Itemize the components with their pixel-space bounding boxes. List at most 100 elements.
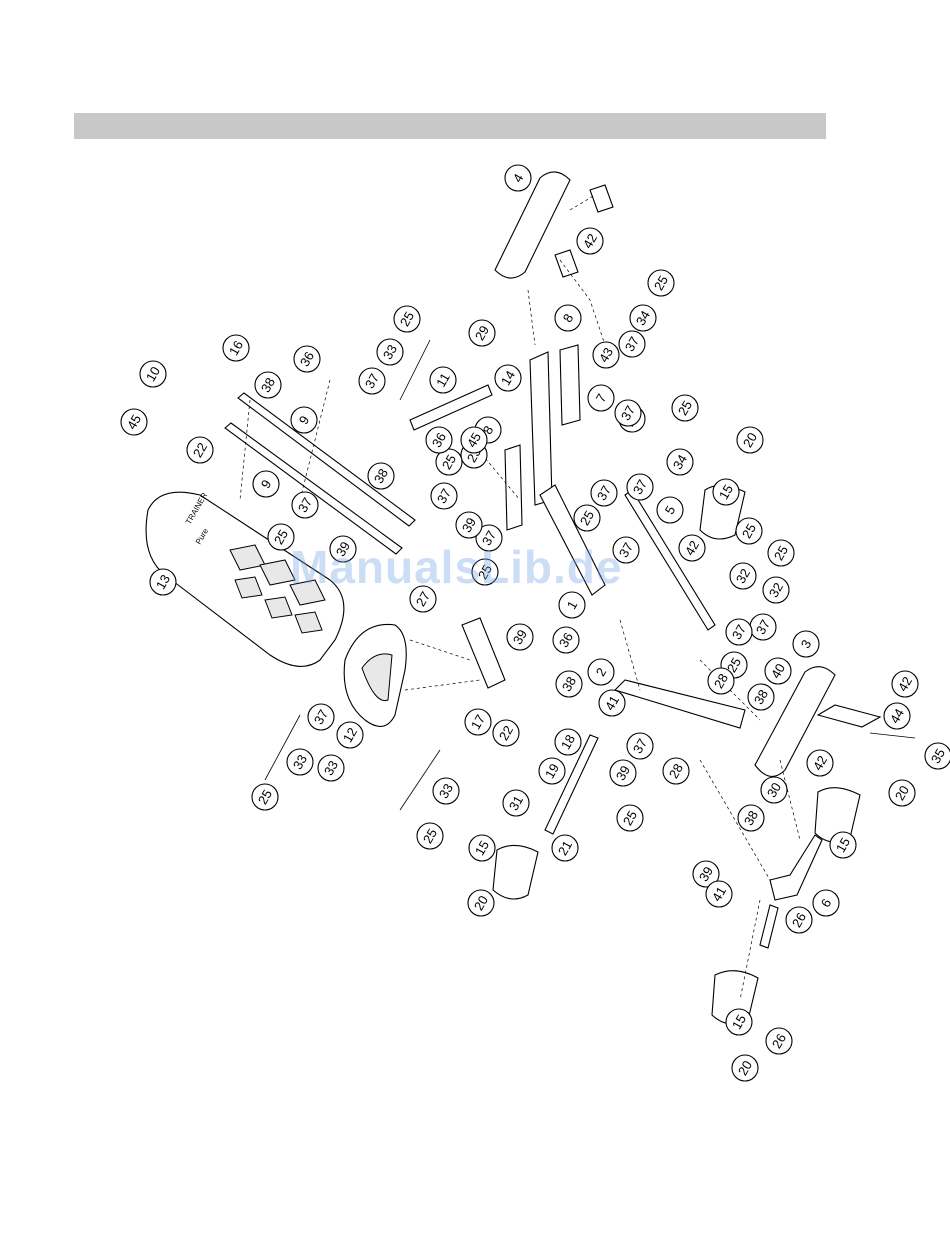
callout-37: 37 — [358, 367, 386, 395]
callout-circle — [293, 345, 321, 373]
callout-number: 29 — [472, 323, 492, 343]
callout-number: 44 — [887, 706, 907, 726]
callout-39: 39 — [506, 623, 534, 651]
callout-number: 33 — [436, 781, 456, 801]
callout-9: 9 — [290, 406, 318, 434]
callout-25: 25 — [251, 783, 279, 811]
callout-number: 25 — [675, 398, 695, 418]
callout-circle — [598, 689, 626, 717]
callout-circle — [251, 783, 279, 811]
callout-25: 25 — [573, 504, 601, 532]
callout-number: 37 — [630, 477, 650, 497]
callout-circle — [430, 482, 458, 510]
callout-circle — [729, 562, 757, 590]
callout-number: 45 — [124, 412, 144, 432]
callout-circle — [558, 591, 586, 619]
callout-number: 38 — [258, 375, 278, 395]
callout-41: 41 — [705, 880, 733, 908]
callout-circle — [725, 1008, 753, 1036]
callout-number: 32 — [733, 566, 753, 586]
callout-number: 37 — [295, 495, 315, 515]
callout-number: 25 — [255, 787, 275, 807]
callout-circle — [464, 708, 492, 736]
part-seat-mount — [461, 617, 506, 689]
callout-45: 45 — [460, 426, 488, 454]
callout-number: 37 — [729, 622, 749, 642]
callout-circle — [747, 683, 775, 711]
callout-number: 27 — [413, 589, 433, 609]
callout-circle — [475, 524, 503, 552]
callout-circle — [806, 749, 834, 777]
callout-25: 25 — [393, 305, 421, 333]
callout-number: 25 — [577, 508, 597, 528]
callout-circle — [425, 426, 453, 454]
callout-circle — [432, 777, 460, 805]
callout-number: 41 — [602, 693, 622, 713]
callout-37: 37 — [307, 703, 335, 731]
callout-number: 36 — [297, 349, 317, 369]
callout-circle — [812, 889, 840, 917]
callout-25: 25 — [616, 804, 644, 832]
callout-26: 26 — [785, 906, 813, 934]
callout-circle — [186, 436, 214, 464]
callout-number: 22 — [496, 723, 516, 743]
callout-number: 39 — [459, 515, 479, 535]
callout-circle — [286, 748, 314, 776]
callout-11: 11 — [429, 366, 457, 394]
callout-number: 25 — [420, 826, 440, 846]
callout-8: 8 — [474, 416, 502, 444]
callout-37: 37 — [590, 479, 618, 507]
callout-number: 36 — [556, 630, 576, 650]
part-bracket-42a — [589, 184, 614, 213]
callout-circle — [587, 658, 615, 686]
callout-circle — [336, 721, 364, 749]
callout-circle — [616, 804, 644, 832]
callout-circle — [307, 703, 335, 731]
callout-25: 25 — [416, 822, 444, 850]
part-rail-9b — [224, 422, 403, 555]
callout-number: 39 — [613, 763, 633, 783]
callout-circle — [792, 630, 820, 658]
callout-number: 42 — [682, 538, 702, 558]
callout-circle — [367, 462, 395, 490]
callout-number: 28 — [666, 761, 686, 781]
callout-number: 19 — [542, 761, 562, 781]
callout-31: 31 — [502, 789, 530, 817]
callout-circle — [222, 334, 250, 362]
callout-circle — [290, 406, 318, 434]
callout-number: 10 — [143, 364, 163, 384]
callout-number: 33 — [321, 758, 341, 778]
callout-number: 25 — [771, 543, 791, 563]
callout-8: 8 — [554, 304, 582, 332]
callout-36: 36 — [552, 626, 580, 654]
callout-circle — [554, 304, 582, 332]
callout-number: 34 — [670, 452, 690, 472]
callout-number: 15 — [729, 1012, 749, 1032]
callout-15: 15 — [468, 834, 496, 862]
callout-number: 28 — [711, 671, 731, 691]
callout-number: 25 — [271, 527, 291, 547]
callout-25: 25 — [671, 394, 699, 422]
callout-number: 25 — [651, 273, 671, 293]
callout-circle — [538, 757, 566, 785]
callout-number: 33 — [290, 752, 310, 772]
callout-circle — [416, 822, 444, 850]
callout-17: 17 — [464, 708, 492, 736]
callout-number: 22 — [190, 440, 210, 460]
callout-circle — [149, 568, 177, 596]
part-tube-6 — [769, 834, 823, 901]
callout-2: 2 — [587, 658, 615, 686]
callout-number: 37 — [434, 486, 454, 506]
callout-circle — [254, 371, 282, 399]
callout-circle — [506, 623, 534, 651]
callout-circle — [376, 338, 404, 366]
part-bracket-42b — [554, 249, 579, 278]
callout-number: 15 — [833, 835, 853, 855]
callout-circle — [629, 304, 657, 332]
callout-33: 33 — [317, 754, 345, 782]
callout-15: 15 — [725, 1008, 753, 1036]
callout-number: 18 — [558, 732, 578, 752]
callout-25: 25 — [735, 517, 763, 545]
part-center-frame — [529, 351, 553, 506]
